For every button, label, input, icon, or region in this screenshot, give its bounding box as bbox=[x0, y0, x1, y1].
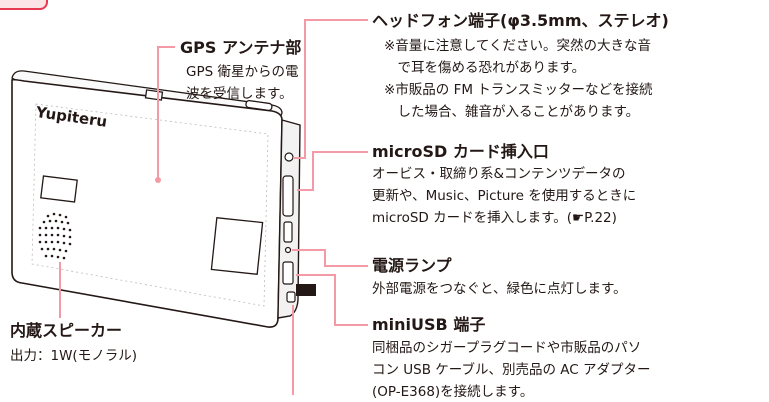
headphone-title: ヘッドフォン端子(φ3.5mm、ステレオ) bbox=[372, 11, 669, 30]
speaker-line-1: 出力：1W(モノラル) bbox=[10, 348, 137, 364]
speaker-title: 内蔵スピーカー bbox=[10, 321, 123, 340]
top-button bbox=[245, 99, 273, 112]
speaker-grille bbox=[38, 212, 72, 260]
miniusb-line-1: 同梱品のシガープラグコードや市販品のパソ bbox=[372, 340, 642, 356]
gps-line-2: 波を受信します。 bbox=[186, 86, 293, 102]
headphone-line-1: ※音量に注意してください。突然の大きな音 bbox=[384, 38, 652, 54]
top-slot bbox=[144, 89, 164, 101]
miniusb-title: miniUSB 端子 bbox=[372, 315, 486, 334]
light-sensor-window bbox=[40, 175, 78, 203]
microsd-line-1: オービス・取締り系&コンテンツデータの bbox=[372, 166, 626, 182]
microsd-line-3: microSD カードを挿入します。(☛P.22) bbox=[372, 210, 617, 226]
reset-tab bbox=[296, 284, 316, 296]
headphone-line-4: した場合、雑音が入ることがあります。 bbox=[384, 104, 640, 120]
headphone-line-3: ※市販品の FM トランスミッターなどを接続 bbox=[384, 82, 653, 98]
power-title: 電源ランプ bbox=[372, 256, 452, 275]
power-line-1: 外部電源をつなぐと、緑色に点灯します。 bbox=[372, 281, 627, 297]
screen-rectangle bbox=[210, 217, 264, 275]
section-tag bbox=[0, 0, 48, 10]
leader-lines bbox=[59, 19, 368, 395]
headphone-line-2: で耳を傷める恐れがあります。 bbox=[384, 60, 586, 76]
microsd-title: microSD カード挿入口 bbox=[372, 142, 549, 161]
miniusb-line-3: (OP-E368)を接続します。 bbox=[372, 384, 534, 400]
gps-line-1: GPS 衛星からの電 bbox=[186, 64, 299, 80]
microsd-line-2: 更新や、Music、Picture を使用するときに bbox=[372, 188, 637, 204]
screen-area bbox=[31, 103, 269, 307]
miniusb-line-2: コン USB ケーブル、別売品の AC アダプター bbox=[372, 362, 651, 378]
gps-title: GPS アンテナ部 bbox=[180, 38, 302, 57]
